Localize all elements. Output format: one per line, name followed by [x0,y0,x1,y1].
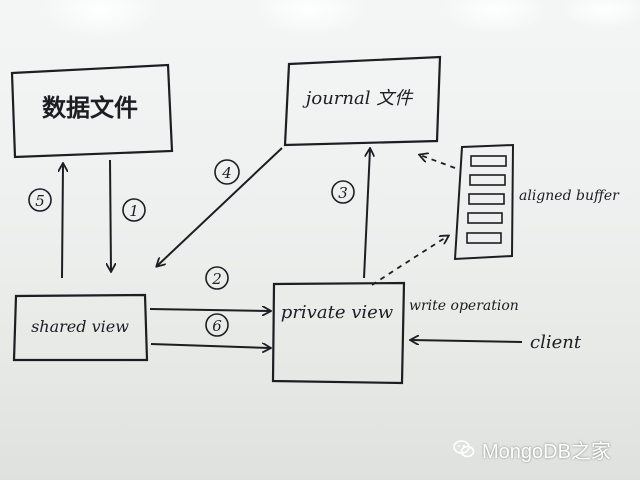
watermark-text: MongoDB之家 [482,440,611,463]
step-3-number: 3 [338,184,348,202]
aligned-buffer-box [453,143,515,261]
shared-view-label: shared view [31,317,129,336]
data-file-label: 数据文件 [42,94,138,122]
step-3-circle [331,180,355,204]
buffer-slot [468,193,505,205]
step-5-circle [28,188,52,212]
arrow-step-6 [150,344,270,348]
step-6-circle [205,313,229,337]
private-view-box [271,281,406,385]
aligned-buffer-label: aligned buffer [519,188,620,204]
step-6-number: 6 [212,317,222,335]
client-label: client [530,332,582,353]
shared-view-box [12,293,149,362]
arrow-step-2 [149,309,270,311]
arrow-dashed-buffer-to-journal [420,155,456,169]
buffer-slot [470,155,507,167]
buffer-slots [466,155,507,244]
journal-file-label: journal 文件 [302,88,414,109]
arrow-step-5 [62,164,63,279]
step-4-circle [214,159,240,185]
wechat-icon [453,440,475,458]
step-5-number: 5 [35,192,45,210]
journal-file-box [283,55,442,147]
watermark: MongoDB之家 [452,434,611,464]
buffer-slot [467,212,503,224]
step-1-circle [122,198,146,222]
buffer-slot [466,232,502,244]
arrow-dashed-to-buffer [371,236,448,286]
step-2-circle [205,266,229,290]
step-1-number: 1 [129,202,139,220]
write-operation-label: write operation [409,298,519,314]
step-2-number: 2 [211,270,222,288]
arrow-step-4 [157,147,283,266]
arrow-step-1 [110,159,111,271]
step-4-number: 4 [221,164,232,182]
arrow-client [411,340,523,342]
data-file-box [10,63,174,159]
private-view-label: private view [281,302,394,323]
buffer-slot [469,174,506,186]
arrow-step-3 [363,149,370,279]
